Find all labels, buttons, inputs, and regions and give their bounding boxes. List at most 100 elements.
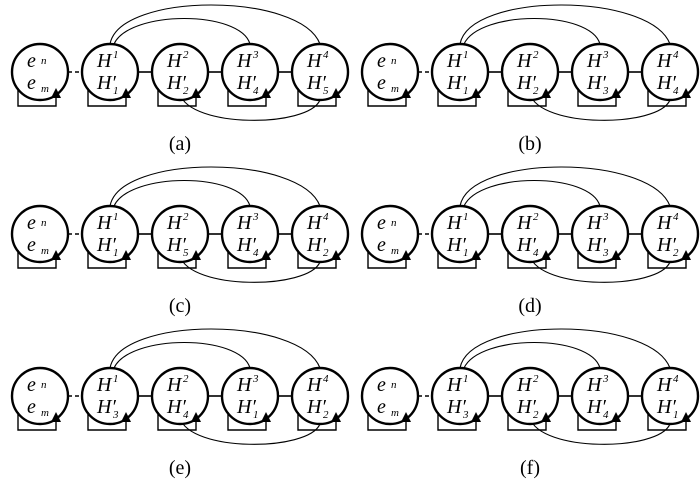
arc-h1-h3: [463, 341, 601, 369]
label-bottom-subscript: 4: [183, 409, 189, 421]
node-circle: [500, 204, 560, 264]
label-bottom-subscript: 2: [183, 85, 189, 97]
label-top-subscript: 3: [602, 373, 609, 385]
self-loop: [647, 250, 687, 269]
label-e: e: [27, 374, 36, 396]
self-loop: [87, 88, 127, 107]
arc-h2-h4: [179, 93, 321, 121]
label-h: H: [656, 212, 673, 234]
self-loop-arrowhead: [121, 250, 131, 260]
label-h: H: [586, 50, 603, 72]
self-loop: [17, 88, 57, 107]
node-circle: [150, 366, 210, 426]
self-loop-arrowhead: [261, 88, 271, 98]
arc-h1-h4: [109, 4, 321, 45]
label-bottom-subscript: 3: [602, 247, 609, 259]
label-e: e: [27, 212, 36, 234]
arc-h1-h3: [463, 17, 601, 45]
node-circle: [640, 42, 700, 102]
arc-h1-h4: [459, 4, 671, 45]
arc-h1-h3: [113, 17, 251, 45]
label-top-subscript: 4: [323, 49, 329, 61]
label-bottom-subscript: 3: [602, 85, 609, 97]
label-bottom-subscript: 1: [463, 85, 469, 97]
self-loop: [577, 88, 617, 107]
label-e: e: [27, 50, 36, 72]
self-loop: [297, 88, 337, 107]
label-h-prime: H′: [656, 234, 676, 256]
self-loop: [227, 250, 267, 269]
panel-caption: (e): [169, 457, 191, 479]
label-h-prime: H′: [306, 72, 326, 94]
self-loop: [87, 412, 127, 431]
arc-h1-h4: [459, 166, 671, 207]
label-top-subscript: n: [41, 379, 47, 391]
label-bottom-subscript: 4: [603, 409, 609, 421]
node-circle: [430, 366, 490, 426]
node-circle: [150, 42, 210, 102]
self-loop-arrowhead: [331, 250, 341, 260]
self-loop-arrowhead: [681, 250, 691, 260]
label-h: H: [96, 374, 113, 396]
label-h: H: [516, 212, 533, 234]
node-circle: [150, 204, 210, 264]
label-bottom-subscript: 3: [112, 409, 119, 421]
self-loop: [157, 412, 197, 431]
self-loop-arrowhead: [541, 88, 551, 98]
self-loop: [437, 250, 477, 269]
self-loop: [367, 88, 407, 107]
label-bottom-subscript: m: [41, 407, 49, 419]
label-h-prime: H′: [446, 234, 466, 256]
label-h: H: [656, 374, 673, 396]
label-top-subscript: n: [391, 379, 397, 391]
label-h-prime: H′: [586, 234, 606, 256]
self-loop: [647, 88, 687, 107]
node-circle: [500, 42, 560, 102]
label-top-subscript: 3: [252, 49, 259, 61]
label-e: e: [377, 50, 386, 72]
label-bottom-subscript: m: [41, 245, 49, 257]
label-h-prime: H′: [656, 396, 676, 418]
label-e: e: [27, 234, 36, 256]
self-loop: [367, 412, 407, 431]
self-loop-arrowhead: [471, 412, 481, 422]
label-h-prime: H′: [656, 72, 676, 94]
label-top-subscript: 2: [533, 373, 539, 385]
label-h-prime: H′: [306, 396, 326, 418]
node-circle: [570, 42, 630, 102]
label-h: H: [306, 374, 323, 396]
label-top-subscript: 4: [673, 49, 679, 61]
label-bottom-subscript: m: [41, 83, 49, 95]
label-h: H: [236, 212, 253, 234]
arc-h1-h4: [459, 328, 671, 369]
label-h: H: [306, 50, 323, 72]
self-loop-arrowhead: [191, 88, 201, 98]
panel-caption: (c): [169, 295, 191, 317]
self-loop-arrowhead: [611, 88, 621, 98]
self-loop-arrowhead: [681, 88, 691, 98]
label-bottom-subscript: 1: [673, 409, 679, 421]
label-top-subscript: n: [391, 217, 397, 229]
label-h-prime: H′: [96, 234, 116, 256]
label-top-subscript: 3: [252, 211, 259, 223]
arc-h2-h4: [179, 417, 321, 445]
label-top-subscript: 4: [673, 211, 679, 223]
label-bottom-subscript: 1: [113, 247, 119, 259]
label-h: H: [236, 374, 253, 396]
label-h: H: [96, 212, 113, 234]
label-h: H: [96, 50, 113, 72]
label-h: H: [166, 374, 183, 396]
node-circle: [220, 204, 280, 264]
